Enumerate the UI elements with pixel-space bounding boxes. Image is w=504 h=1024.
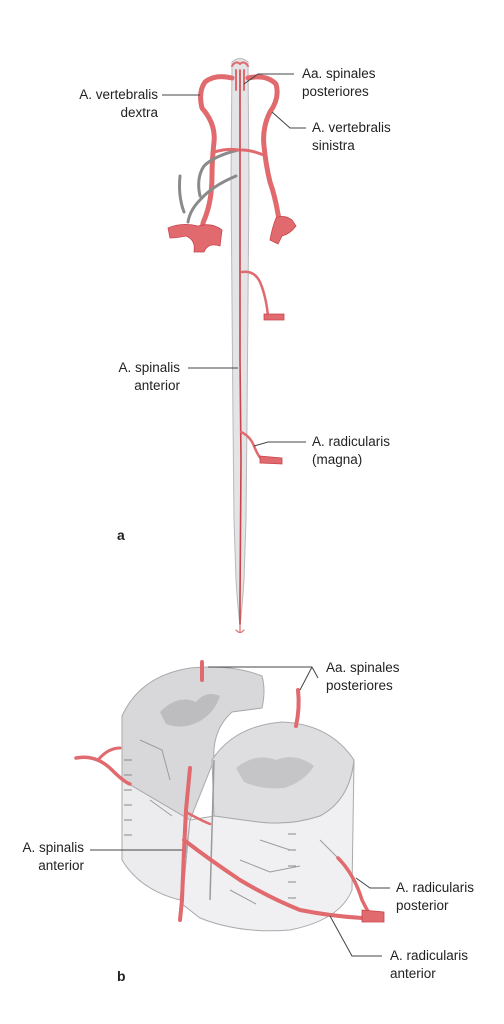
- label-radic-ant-2: anterior: [390, 966, 436, 981]
- posterior-spinal-artery-b-2: [294, 688, 301, 728]
- label-spin-ant-b-1: A. spinalis: [22, 840, 84, 855]
- radicular-stump-b: [361, 909, 385, 923]
- cord-segment-side-front: [181, 759, 355, 932]
- left-subclavian-stump: [269, 216, 297, 245]
- panel-a-illustration: [167, 58, 297, 634]
- vertebral-spinal-branch: [212, 147, 268, 158]
- grey-vessels: [178, 148, 240, 224]
- panel-b-leaders: [90, 666, 390, 957]
- panel-b-labels: Aa. spinales posteriores A. spinalis ant…: [22, 660, 474, 984]
- panel-b-illustration: [74, 660, 385, 932]
- label-radic-magna-1: A. radicularis: [312, 434, 390, 449]
- label-spin-ant-b-2: anterior: [38, 858, 84, 873]
- leader-radic-magna: [253, 441, 306, 447]
- label-vert-dextra-1: A. vertebralis: [79, 87, 158, 102]
- panel-a-labels: A. vertebralis dextra Aa. spinales poste…: [79, 66, 391, 543]
- right-vertebral-artery: [198, 74, 235, 239]
- left-radicular-branch-2: [96, 746, 122, 762]
- leader-spin-post-a: [243, 73, 294, 85]
- label-spin-ant-a-1: A. spinalis: [118, 360, 180, 375]
- label-spin-post-a-1: Aa. spinales: [302, 66, 376, 81]
- anterior-spinal-artery-a: [239, 69, 242, 625]
- crossing-branch: [184, 810, 212, 826]
- label-radic-ant-1: A. radicularis: [390, 948, 468, 963]
- leader-vert-sinistra: [271, 111, 306, 129]
- root-stubs-right: [288, 833, 296, 899]
- label-spin-ant-a-2: anterior: [134, 378, 180, 393]
- posterior-spinal-arteries-a: [231, 61, 249, 91]
- cord-segment-top-face-back: [121, 666, 265, 821]
- panel-a-leaders: [162, 73, 306, 447]
- thoracic-radicular-stump: [263, 313, 285, 321]
- anterior-radicular-artery: [182, 838, 364, 920]
- anterior-median-fissure: [209, 759, 215, 901]
- label-spin-post-b-1: Aa. spinales: [326, 660, 400, 675]
- label-radic-post-1: A. radicularis: [396, 880, 474, 895]
- left-vertebral-artery: [245, 74, 285, 233]
- label-spin-post-b-2: posteriores: [326, 678, 393, 693]
- label-spin-post-a-2: posteriores: [302, 84, 369, 99]
- label-vert-dextra-2: dextra: [120, 105, 158, 120]
- radicularis-magna-stump: [259, 455, 283, 465]
- panel-letter-a: a: [117, 527, 125, 543]
- leader-spin-post-b: [208, 666, 319, 691]
- filum-terminale: [235, 624, 245, 634]
- leader-radic-post: [355, 877, 390, 889]
- grey-matter-back: [160, 694, 220, 727]
- label-vert-sinistra-1: A. vertebralis: [312, 120, 391, 135]
- leader-radic-ant: [329, 915, 382, 957]
- thoracic-radicular-artery: [240, 270, 270, 318]
- surface-vascular-network: [139, 739, 341, 905]
- panel-letter-b: b: [117, 968, 126, 984]
- label-radic-post-2: posterior: [396, 898, 449, 913]
- right-subclavian-stump: [167, 224, 223, 253]
- left-radicular-branch: [74, 755, 132, 786]
- grey-matter-front: [236, 757, 314, 789]
- anterior-spinal-artery-b: [178, 766, 192, 922]
- root-stubs-left: [124, 759, 132, 851]
- label-vert-sinistra-2: sinistra: [312, 138, 355, 153]
- label-radic-magna-2: (magna): [312, 452, 362, 467]
